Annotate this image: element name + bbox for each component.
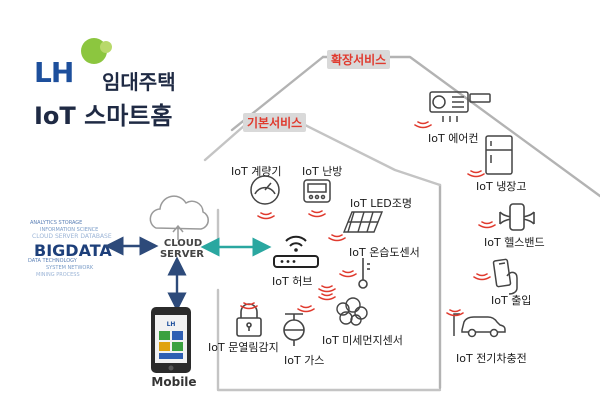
device-label-access: IoT 출입 [491, 294, 532, 307]
device-label-led: IoT LED조명 [350, 197, 412, 210]
device-label-door: IoT 문열림감지 [208, 341, 279, 354]
svg-text:CLOUD SERVER DATABASE: CLOUD SERVER DATABASE [32, 233, 112, 240]
gauge-icon [250, 175, 280, 205]
gas-valve-icon [283, 313, 305, 346]
lh-logo-green-circle-small [100, 41, 112, 53]
hub-label: IoT 허브 [272, 275, 313, 288]
solar-panel-icon [342, 211, 384, 233]
lh-logo-text: LH [34, 56, 74, 89]
mobile-phone-icon: LH [151, 307, 191, 373]
brand-title-line1: 임대주택 [102, 70, 176, 94]
bigdata-word-cloud: ANALYTICS STORAGE INFORMATION SCIENCE DA… [28, 220, 112, 278]
refrigerator-icon [485, 135, 513, 175]
cloud-server-label-line2: SERVER [160, 249, 204, 260]
cloud-server-label-line1: CLOUD [164, 238, 202, 249]
extended-service-tag: 확장서비스 [327, 50, 391, 69]
ev-charging-icon [453, 313, 506, 338]
access-card-icon [492, 258, 518, 295]
lh-logo [52, 33, 112, 87]
air-conditioner-icon [429, 91, 491, 122]
bigdata-label: BIGDATA [34, 241, 112, 260]
mobile-label: Mobile [151, 375, 196, 389]
device-label-fridge: IoT 냉장고 [476, 180, 527, 193]
device-label-gas: IoT 가스 [284, 354, 325, 367]
health-band-icon [499, 203, 535, 231]
device-label-ev: IoT 전기차충전 [456, 352, 527, 365]
svg-text:INFORMATION SCIENCE: INFORMATION SCIENCE [40, 227, 98, 233]
thermostat-icon [303, 179, 331, 203]
brand-title-line2: IoT 스마트홈 [34, 102, 173, 130]
svg-text:ANALYTICS STORAGE: ANALYTICS STORAGE [30, 220, 82, 226]
svg-text:MINING PROCESS: MINING PROCESS [36, 272, 80, 278]
device-label-dust: IoT 미세먼지센서 [322, 334, 403, 347]
device-label-healthband: IoT 헬스밴드 [484, 236, 545, 249]
device-label-heating: IoT 난방 [302, 165, 343, 178]
wifi-router-icon [273, 235, 319, 268]
svg-text:SYSTEM NETWORK: SYSTEM NETWORK [46, 265, 94, 271]
svg-text:DATA TECHNOLOGY: DATA TECHNOLOGY [28, 258, 78, 264]
lh-logo-green-circle-large [81, 38, 107, 64]
thermometer-icon [358, 258, 370, 289]
cloud-icon [149, 195, 209, 240]
dust-cloud-icon [336, 297, 368, 326]
svg-text:LH: LH [167, 321, 176, 328]
device-label-meter: IoT 계량기 [231, 165, 282, 178]
basic-service-tag: 기본서비스 [243, 113, 307, 132]
device-label-humidity: IoT 온습도센서 [349, 246, 420, 259]
device-label-aircon: IoT 에어컨 [428, 132, 479, 145]
